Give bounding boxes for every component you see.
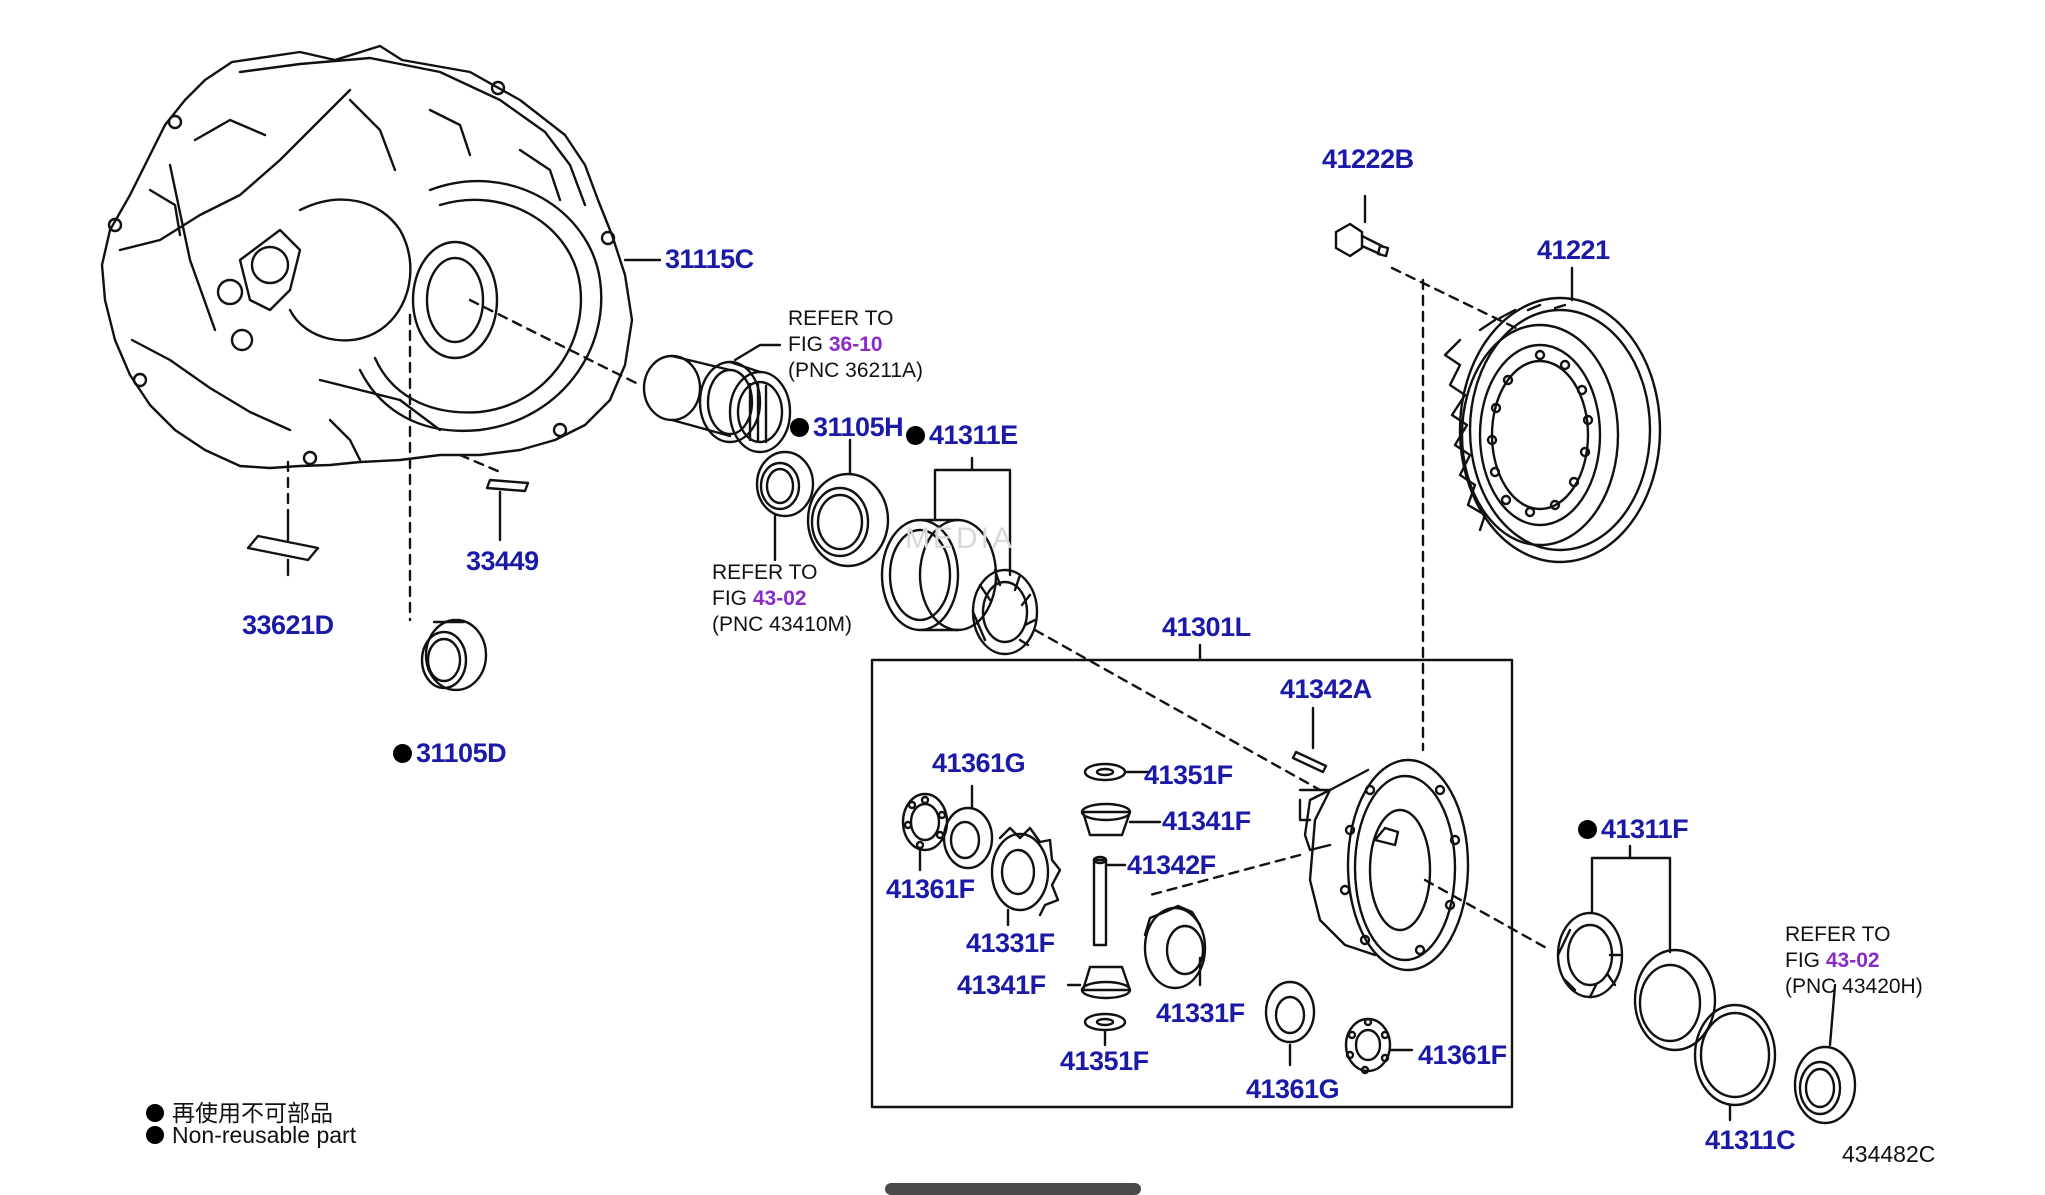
non-reusable-dot-icon xyxy=(1578,820,1597,839)
shim-33621D-drawing xyxy=(246,534,320,577)
scrollbar-handle[interactable] xyxy=(885,1183,1141,1195)
part-label-33621D[interactable]: 33621D xyxy=(242,610,334,640)
refer-note-fig-prefix: FIG xyxy=(712,587,753,610)
non-reusable-dot-icon xyxy=(146,1104,164,1122)
legend-line-japanese: 再使用不可部品 xyxy=(146,1094,333,1128)
oil-seal-43410M-drawing xyxy=(755,450,815,562)
pinion-41341F-bottom-drawing xyxy=(1066,965,1132,1000)
washer-41361G-bottom-drawing xyxy=(1264,980,1316,1067)
non-reusable-dot-icon xyxy=(906,426,925,445)
non-reusable-dot-icon xyxy=(146,1126,164,1144)
part-label-41361F-left[interactable]: 41361F xyxy=(886,874,975,904)
washer-41351F-top-drawing xyxy=(1083,762,1152,782)
refer-note-pnc: (PNC 43410M) xyxy=(712,613,853,636)
part-label-41341F-top[interactable]: 41341F xyxy=(1162,806,1251,836)
sleeve-36211A-drawing xyxy=(642,343,792,454)
differential-assembly-41301L-box xyxy=(870,658,1514,1109)
side-gear-41331F-left-drawing xyxy=(990,826,1062,927)
side-gear-41331F-right-drawing xyxy=(1143,904,1207,990)
thrust-washer-41361F-right-drawing xyxy=(1344,1017,1414,1075)
part-label-41351F-top[interactable]: 41351F xyxy=(1144,760,1233,790)
part-label-41342F[interactable]: 41342F xyxy=(1127,850,1216,880)
tapered-bearing-41311F-drawing xyxy=(1556,911,1624,999)
refer-note-36211A: REFER TO FIG 36-10 (PNC 36211A) xyxy=(788,306,923,384)
figure-link-36-10[interactable]: 36-10 xyxy=(828,333,883,356)
bearing-race-41311F-drawing xyxy=(1633,948,1717,1052)
part-label-41361G-top[interactable]: 41361G xyxy=(932,748,1026,778)
seal-31105D-drawing xyxy=(420,618,488,692)
part-label-41221[interactable]: 41221 xyxy=(1537,235,1610,265)
part-label-41331F-left[interactable]: 41331F xyxy=(966,928,1055,958)
part-label-31105D[interactable]: 31105D xyxy=(393,738,507,769)
refer-note-fig-prefix: FIG xyxy=(1785,949,1826,972)
seal-31105H-drawing xyxy=(806,438,890,568)
part-label-41361G-bottom[interactable]: 41361G xyxy=(1246,1074,1340,1104)
bearing-race-41311E-drawing xyxy=(880,518,998,632)
refer-note-line: REFER TO xyxy=(788,307,894,330)
part-label-33449[interactable]: 33449 xyxy=(466,546,539,576)
washer-41351F-bottom-drawing xyxy=(1083,1012,1127,1047)
part-label-41361F-right[interactable]: 41361F xyxy=(1418,1040,1507,1070)
non-reusable-dot-icon xyxy=(790,418,809,437)
pin-41342A-drawing xyxy=(1291,706,1328,774)
thrust-washer-41361F-left-drawing xyxy=(901,792,949,872)
tapered-bearing-41311E-drawing xyxy=(971,568,1039,656)
bolt-41222B-drawing xyxy=(1334,194,1390,258)
washer-41361G-top-drawing xyxy=(942,784,994,870)
watermark: MEDIA xyxy=(905,522,1016,555)
spacer-33449-drawing xyxy=(485,478,530,542)
shaft-41342F-drawing xyxy=(1092,855,1127,947)
refer-note-pnc: (PNC 36211A) xyxy=(788,359,924,382)
non-reusable-dot-icon xyxy=(393,744,412,763)
refer-note-fig-prefix: FIG xyxy=(788,333,829,356)
refer-note-line: REFER TO xyxy=(1785,923,1891,946)
part-label-31105H[interactable]: 31105H xyxy=(790,412,904,443)
pinion-41341F-top-drawing xyxy=(1080,802,1162,837)
legend-line-english: Non-reusable part xyxy=(146,1122,356,1149)
part-label-41331F-right[interactable]: 41331F xyxy=(1156,998,1245,1028)
differential-case-drawing xyxy=(1298,758,1470,972)
shim-41311C-drawing xyxy=(1693,1003,1777,1122)
part-label-31115C[interactable]: 31115C xyxy=(665,244,754,274)
refer-note-line: REFER TO xyxy=(712,561,818,584)
part-label-41311C[interactable]: 41311C xyxy=(1705,1125,1796,1155)
figure-link-43-02[interactable]: 43-02 xyxy=(752,587,807,610)
part-label-41222B[interactable]: 41222B xyxy=(1322,144,1414,174)
part-label-41351F-bottom[interactable]: 41351F xyxy=(1060,1046,1149,1076)
figure-link-43-02[interactable]: 43-02 xyxy=(1825,949,1880,972)
part-label-41311F[interactable]: 41311F xyxy=(1578,814,1689,845)
refer-note-43410M: REFER TO FIG 43-02 (PNC 43410M) xyxy=(712,560,852,638)
refer-note-43420H: REFER TO FIG 43-02 (PNC 43420H) xyxy=(1785,922,1923,1000)
part-label-41311E[interactable]: 41311E xyxy=(906,420,1018,451)
ring-gear-41221-drawing xyxy=(1443,266,1662,564)
figure-id: 434482C xyxy=(1842,1141,1936,1167)
transaxle-housing-drawing xyxy=(100,44,634,470)
oil-seal-43420H-drawing xyxy=(1793,983,1857,1125)
refer-note-pnc: (PNC 43420H) xyxy=(1785,975,1923,998)
part-label-41342A[interactable]: 41342A xyxy=(1280,674,1372,704)
part-label-41341F-bottom[interactable]: 41341F xyxy=(957,970,1046,1000)
part-label-41301L[interactable]: 41301L xyxy=(1162,612,1251,642)
